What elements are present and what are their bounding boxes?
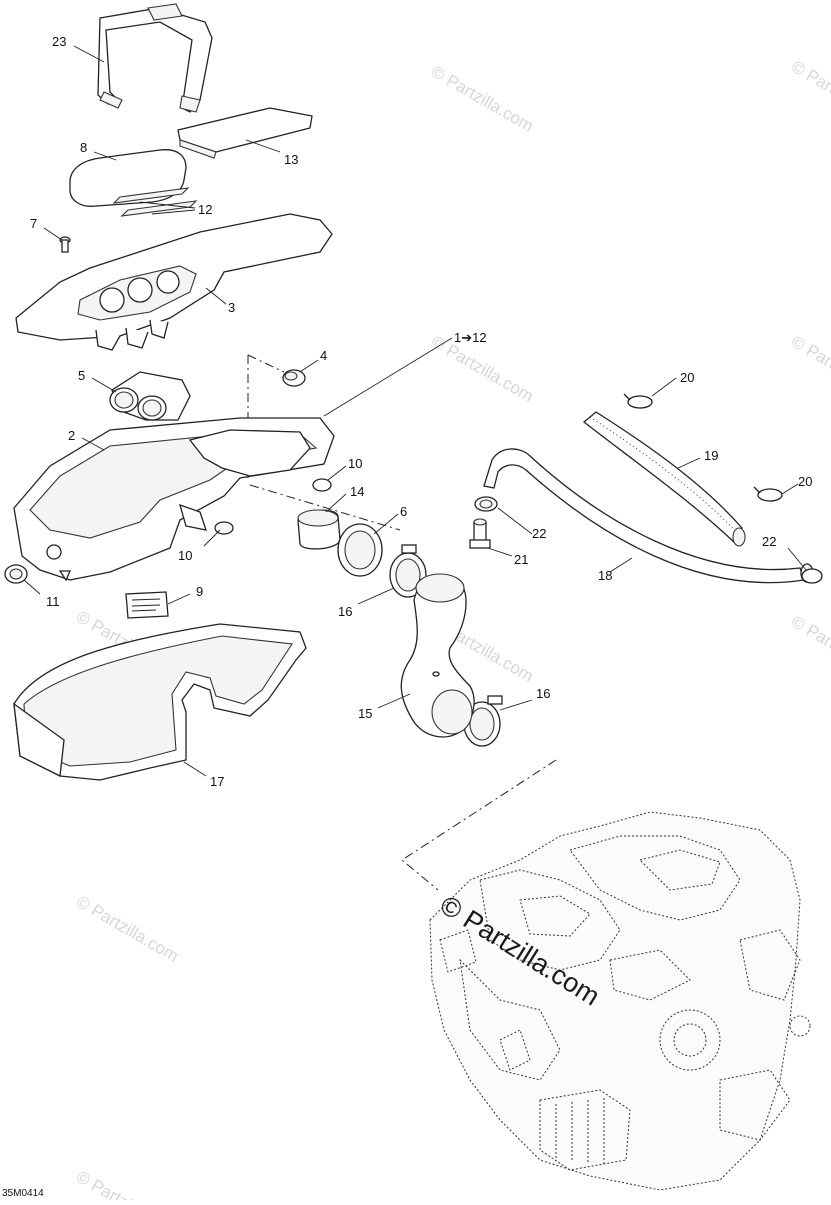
callout-9: 9 bbox=[196, 584, 203, 599]
callout-1-to-12: 1➔12 bbox=[454, 330, 487, 345]
part-2-airbox-base bbox=[13, 417, 335, 582]
watermark: © Partzilla.com bbox=[788, 57, 831, 131]
callout-14: 14 bbox=[350, 484, 364, 499]
callout-22-left: 22 bbox=[532, 526, 546, 541]
callout-3: 3 bbox=[228, 300, 235, 315]
watermark: © Partzilla.com bbox=[788, 612, 831, 686]
part-14-sleeve bbox=[297, 509, 341, 550]
callout-22-right: 22 bbox=[762, 534, 776, 549]
part-12-gaskets bbox=[112, 187, 198, 217]
callout-8: 8 bbox=[80, 140, 87, 155]
callout-6: 6 bbox=[400, 504, 407, 519]
callout-20-top: 20 bbox=[680, 370, 694, 385]
part-3-top-cover bbox=[15, 213, 333, 351]
part-17-outer-shell bbox=[13, 623, 307, 781]
part-13-cover bbox=[177, 107, 313, 159]
callout-12: 12 bbox=[198, 202, 212, 217]
part-6-ring bbox=[337, 523, 383, 577]
part-7-screw bbox=[59, 236, 71, 253]
callout-labels: 23 13 8 12 7 3 1➔12 4 5 20 2 19 10 14 6 … bbox=[30, 34, 812, 789]
callout-15: 15 bbox=[358, 706, 372, 721]
watermark: © Partzilla.com bbox=[788, 332, 831, 406]
part-21-fitting bbox=[469, 518, 491, 549]
callout-2: 2 bbox=[68, 428, 75, 443]
part-22-clamp bbox=[474, 496, 823, 584]
assembly-line bbox=[249, 484, 401, 531]
callout-20-right: 20 bbox=[798, 474, 812, 489]
watermark: © Partzilla.com bbox=[73, 892, 182, 966]
watermark: © Partzilla.com bbox=[428, 62, 537, 136]
part-11-grommet bbox=[4, 564, 28, 584]
callout-18: 18 bbox=[598, 568, 612, 583]
part-23-strap bbox=[97, 3, 213, 113]
callout-13: 13 bbox=[284, 152, 298, 167]
diagram-code: 35M0414 bbox=[2, 1188, 44, 1199]
callout-10-top: 10 bbox=[348, 456, 362, 471]
callout-17: 17 bbox=[210, 774, 224, 789]
engine-block bbox=[429, 811, 811, 1191]
callout-10-bottom: 10 bbox=[178, 548, 192, 563]
watermark: © Partzilla.com bbox=[73, 1167, 182, 1200]
assembly-line bbox=[401, 759, 557, 891]
callout-21: 21 bbox=[514, 552, 528, 567]
part-15-elbow-duct bbox=[400, 573, 475, 738]
callout-16-bottom: 16 bbox=[536, 686, 550, 701]
callout-23: 23 bbox=[52, 34, 66, 49]
leader-lines bbox=[23, 45, 807, 777]
callout-5: 5 bbox=[78, 368, 85, 383]
callout-11: 11 bbox=[46, 594, 60, 609]
callout-19: 19 bbox=[704, 448, 718, 463]
part-19-corrugated-hose bbox=[582, 411, 746, 547]
callout-4: 4 bbox=[320, 348, 327, 363]
part-9-label bbox=[125, 591, 169, 619]
part-4-plug bbox=[282, 369, 306, 387]
callout-16-top: 16 bbox=[338, 604, 352, 619]
part-5-intake-adaptor bbox=[109, 371, 191, 421]
part-20-clip bbox=[623, 393, 783, 502]
callout-7: 7 bbox=[30, 216, 37, 231]
assembly-line bbox=[247, 354, 285, 373]
